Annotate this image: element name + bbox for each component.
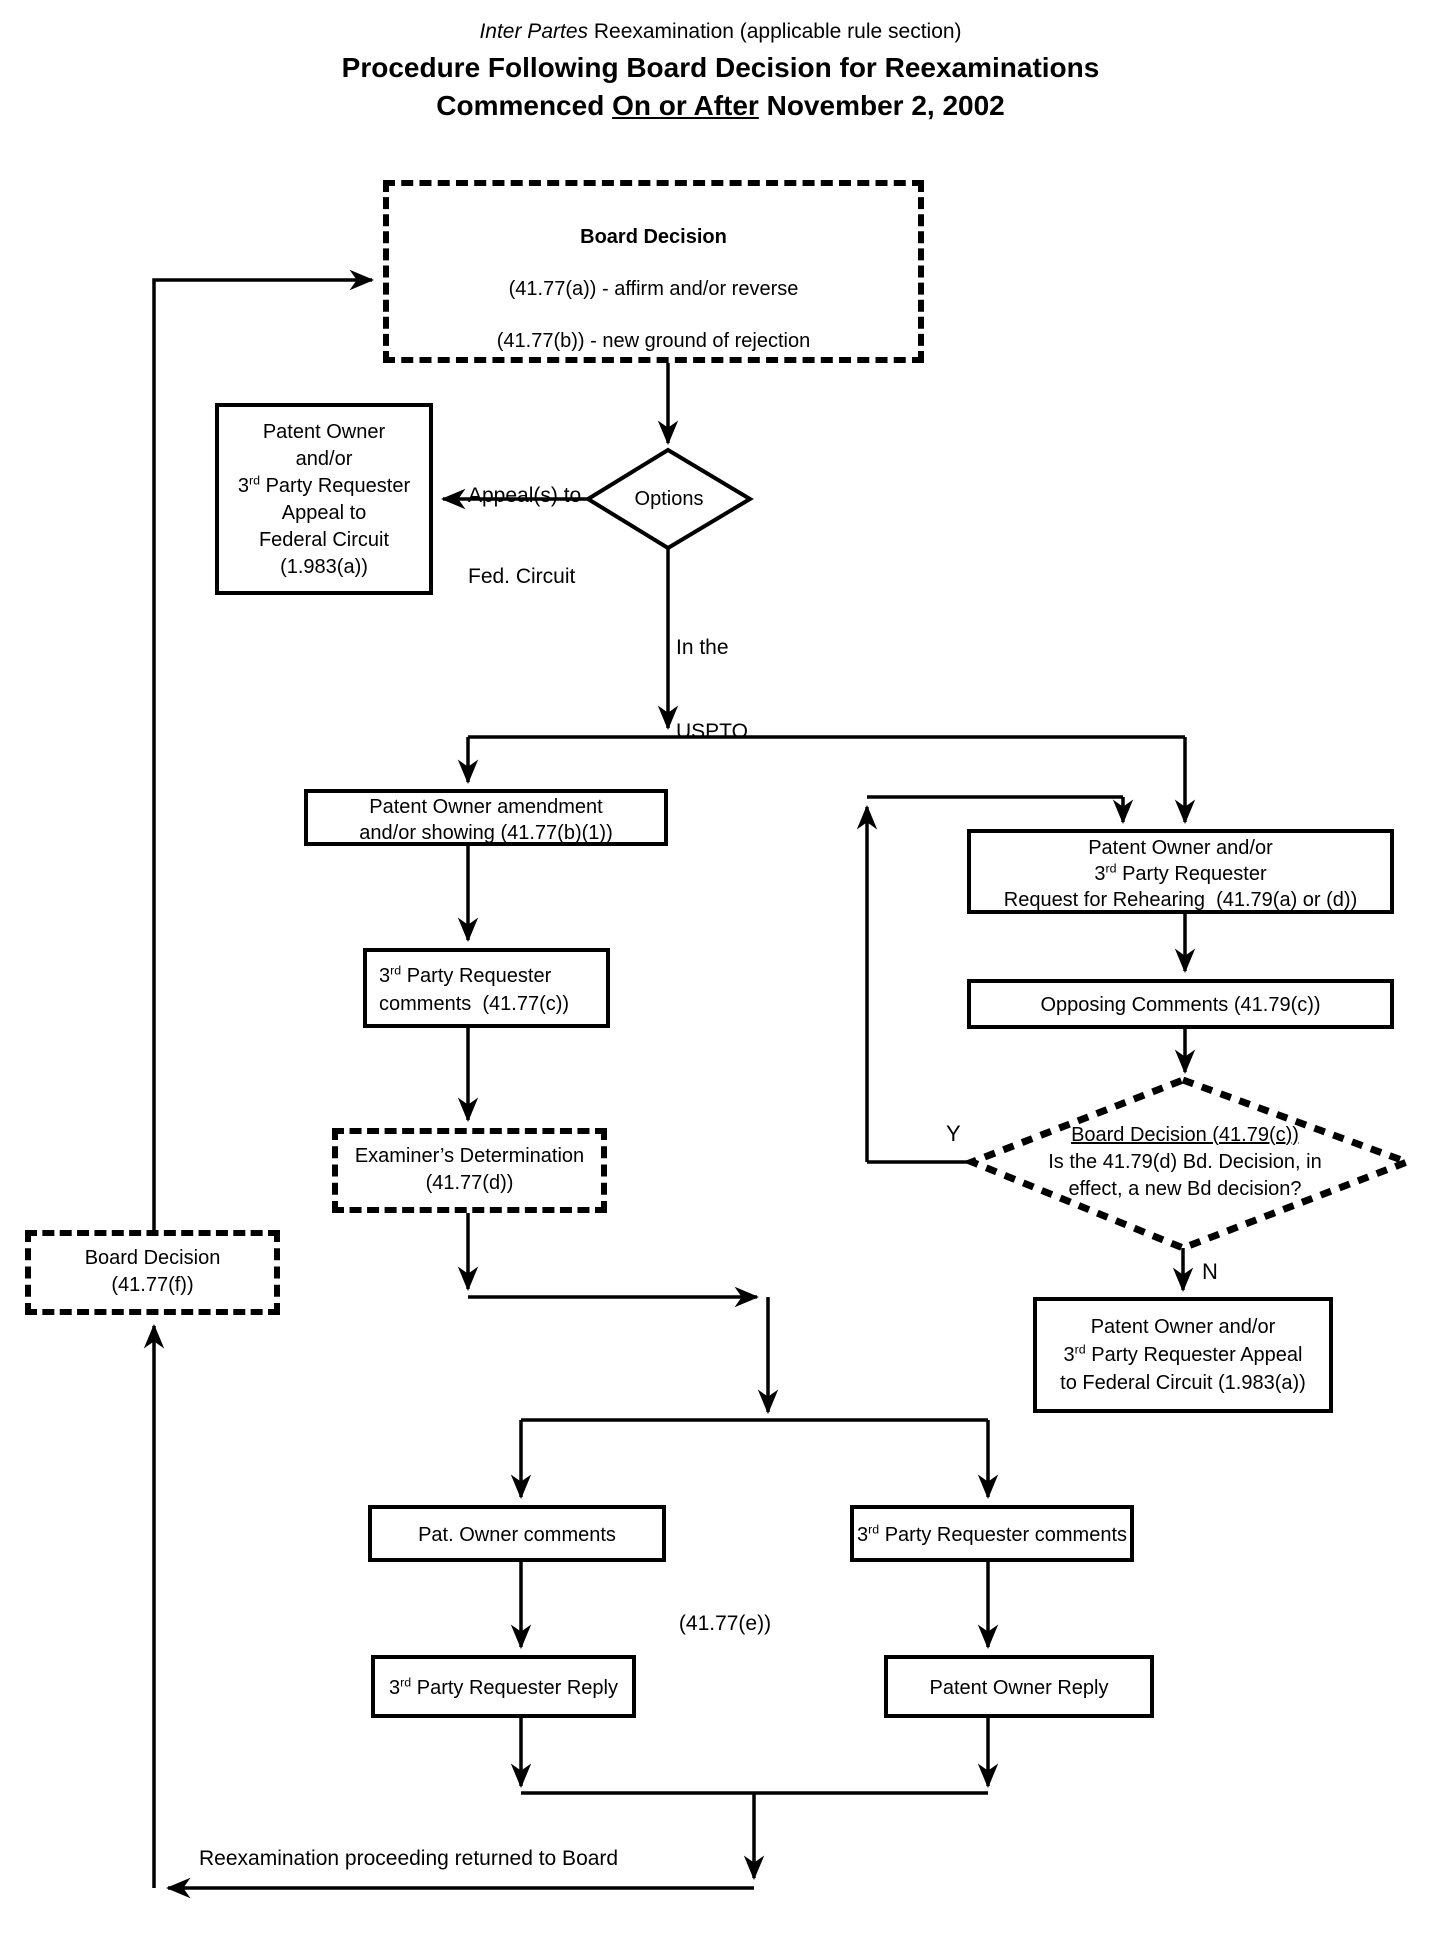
options-diamond-shape [584,447,754,551]
label-returned-to-board: Reexamination proceeding returned to Boa… [199,1847,619,1870]
node-board-decision-top: Board Decision (41.77(a)) - affirm and/o… [383,180,924,363]
label-in-the-uspto: In the USPTO [676,578,748,774]
appeal-left-l5: Federal Circuit [258,529,390,551]
appeal-right-l2: 3rd Party Requester Appeal [1037,1341,1329,1369]
rehearing-l3: Request for Rehearing (41.79(a) or (d)) [1003,889,1358,911]
node-options-diamond: Options [588,450,750,548]
requester-comments2-l1: 3rd Party Requester comments [854,1522,1130,1548]
requester-comments-l1-post: Party Requester [401,965,552,987]
board-decision-top-title: Board Decision [580,226,727,248]
requester-reply-l1-pre: 3 [389,1677,401,1699]
examiner-l1: Examiner’s Determination [354,1145,585,1167]
label-uspto-l1: In the [676,636,729,659]
diamond-l1: Board Decision (41.79(c)) [1071,1123,1299,1146]
appeal-left-l3: 3rd Party Requester [219,473,429,500]
appeal-left-l2: and/or [295,448,353,470]
appeal-right-l2-sup: rd [1074,1342,1086,1357]
label-no: N [1202,1259,1218,1284]
board-decision-top-line-b: (41.77(b)) - new ground of rejection [496,330,811,352]
title-line3-underline: On or After [612,90,759,121]
appeal-left-l6: (1.983(a)) [280,556,368,578]
appeal-left-l4: Appeal to [281,502,367,524]
board-decision-f-l2: (41.77(f)) [111,1274,194,1296]
appeal-left-l3-pre: 3 [237,475,249,497]
board-decision-diamond-shape [962,1076,1417,1252]
options-label: Options [634,487,704,510]
diamond-l3: effect, a new Bd decision? [1068,1177,1302,1200]
node-owner-reply: Patent Owner Reply [884,1655,1154,1718]
node-requester-comments-2: 3rd Party Requester comments [850,1505,1134,1562]
board-decision-f-l1: Board Decision [84,1247,221,1269]
appeal-right-l3: to Federal Circuit (1.983(a)) [1060,1372,1306,1394]
amendment-l2: and/or showing (41.77(b)(1)) [359,822,613,844]
rehearing-l2-post: Party Requester [1116,863,1267,885]
requester-comments2-l1-pre: 3 [856,1524,869,1546]
rehearing-l2-sup: rd [1105,861,1117,876]
label-rule-e: (41.77(e)) [678,1612,772,1635]
requester-comments2-l1-sup: rd [868,1522,880,1537]
node-requester-comments: 3rd Party Requester comments (41.77(c)) [363,948,610,1028]
node-opposing-comments: Opposing Comments (41.79(c)) [967,979,1394,1029]
node-amendment: Patent Owner amendment and/or showing (4… [304,789,668,846]
appeal-left-l1: Patent Owner [262,421,386,443]
label-appeal-fed-l2: Fed. Circuit [468,565,576,588]
node-board-decision-f: Board Decision (41.77(f)) [25,1230,280,1315]
examiner-l2: (41.77(d)) [425,1172,514,1194]
requester-comments-l1: 3rd Party Requester [379,962,606,990]
connector-rail-to-board-top [152,269,375,1230]
label-yes: Y [946,1121,961,1146]
appeal-right-l1: Patent Owner and/or [1090,1316,1276,1338]
appeal-right-l2-post: Party Requester Appeal [1085,1344,1303,1366]
title-line2: Procedure Following Board Decision for R… [341,52,1100,83]
title-line1: Inter Partes Reexamination (applicable r… [0,20,1441,44]
pat-owner-comments-l1: Pat. Owner comments [418,1524,616,1546]
title-line3-pre: Commenced [436,90,613,121]
requester-comments-l2: comments (41.77(c)) [379,993,570,1015]
rehearing-l2-pre: 3 [1094,863,1106,885]
label-appeal-fed-circuit: Appeal(s) to Fed. Circuit [468,428,581,617]
requester-comments-l1-sup: rd [390,963,402,978]
amendment-l1: Patent Owner amendment [369,796,603,818]
node-appeal-left: Patent Owner and/or 3rd Party Requester … [215,403,433,595]
appeal-right-l2-pre: 3 [1063,1344,1075,1366]
appeal-left-l3-sup: rd [249,473,261,488]
requester-reply-l1: 3rd Party Requester Reply [375,1675,632,1701]
title-line1-rest: Reexamination (applicable rule section) [588,20,962,43]
node-examiner-determination: Examiner’s Determination (41.77(d)) [332,1128,607,1213]
title-line3: Commenced On or After November 2, 2002 [0,90,1441,122]
requester-comments-l1-pre: 3 [379,965,391,987]
rehearing-l1: Patent Owner and/or [1088,837,1273,859]
requester-reply-l1-post: Party Requester Reply [411,1677,618,1699]
requester-comments2-l1-post: Party Requester comments [879,1524,1128,1546]
node-rehearing: Patent Owner and/or 3rd Party Requester … [967,829,1394,914]
node-pat-owner-comments: Pat. Owner comments [368,1505,666,1562]
node-board-decision-diamond: Board Decision (41.79(c)) Is the 41.79(d… [995,1100,1375,1224]
owner-reply-l1: Patent Owner Reply [929,1677,1109,1699]
opposing-l1: Opposing Comments (41.79(c)) [1040,994,1321,1016]
label-appeal-fed-l1: Appeal(s) to [468,484,582,507]
node-requester-reply: 3rd Party Requester Reply [371,1655,636,1718]
label-uspto-l2: USPTO [676,720,748,743]
requester-reply-l1-sup: rd [400,1675,412,1690]
board-decision-top-line-a: (41.77(a)) - affirm and/or reverse [508,278,799,300]
node-appeal-right: Patent Owner and/or 3rd Party Requester … [1033,1297,1333,1413]
diamond-l2: Is the 41.79(d) Bd. Decision, in [1048,1150,1322,1173]
rehearing-l2: 3rd Party Requester [971,861,1390,887]
title-line3-post: November 2, 2002 [758,90,1005,121]
appeal-left-l3-post: Party Requester [260,475,411,497]
title-line1-italic: Inter Partes [479,20,589,43]
